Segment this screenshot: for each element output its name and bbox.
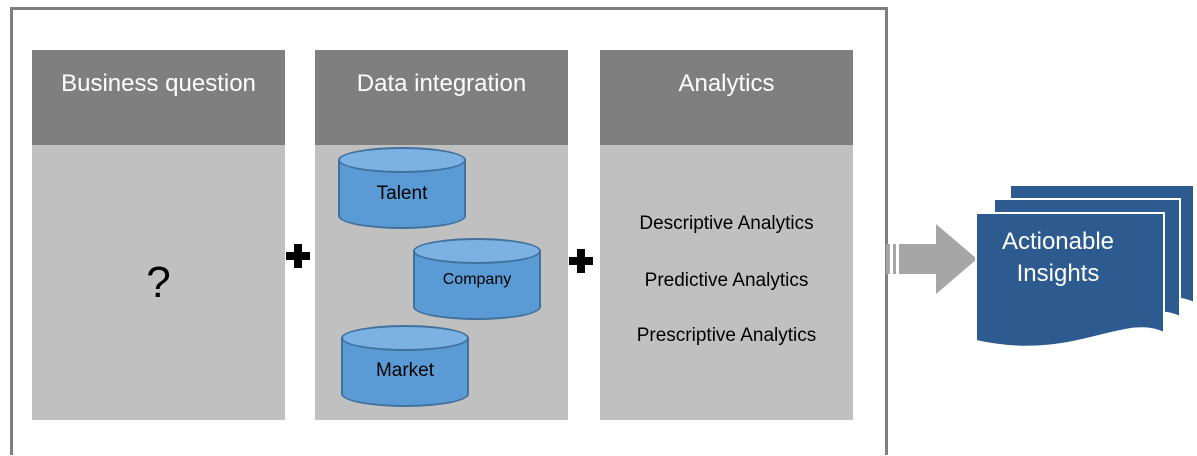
actionable-insights-text: Actionable Insights (975, 226, 1141, 290)
business-question-panel: Business question ? (32, 50, 285, 420)
talent-database-icon: Talent (338, 147, 466, 229)
company-database-icon: Company (413, 238, 541, 320)
plus-icon (569, 249, 593, 273)
company-label: Company (442, 271, 512, 288)
prescriptive-analytics-item: Prescriptive Analytics (636, 325, 817, 346)
question-mark: ? (146, 257, 171, 307)
insights-line-1: Actionable (1001, 228, 1115, 255)
insights-line-2: Insights (1016, 260, 1100, 287)
data-integration-panel: Data integration (315, 50, 568, 420)
analytics-list: Descriptive Analytics Predictive Analyti… (600, 145, 853, 420)
market-database-icon: Market (341, 325, 469, 407)
talent-label: Talent (376, 183, 428, 204)
business-question-header: Business question (32, 50, 285, 145)
descriptive-analytics-item: Descriptive Analytics (639, 213, 814, 234)
plus-icon (286, 244, 310, 268)
market-label: Market (375, 360, 435, 381)
analytics-header: Analytics (600, 50, 853, 145)
stacked-documents-icon (975, 184, 1195, 348)
analytics-panel: Analytics Descriptive Analytics Predicti… (600, 50, 853, 420)
right-arrow-icon (886, 224, 977, 294)
data-integration-header: Data integration (315, 50, 568, 145)
predictive-analytics-item: Predictive Analytics (644, 270, 809, 291)
